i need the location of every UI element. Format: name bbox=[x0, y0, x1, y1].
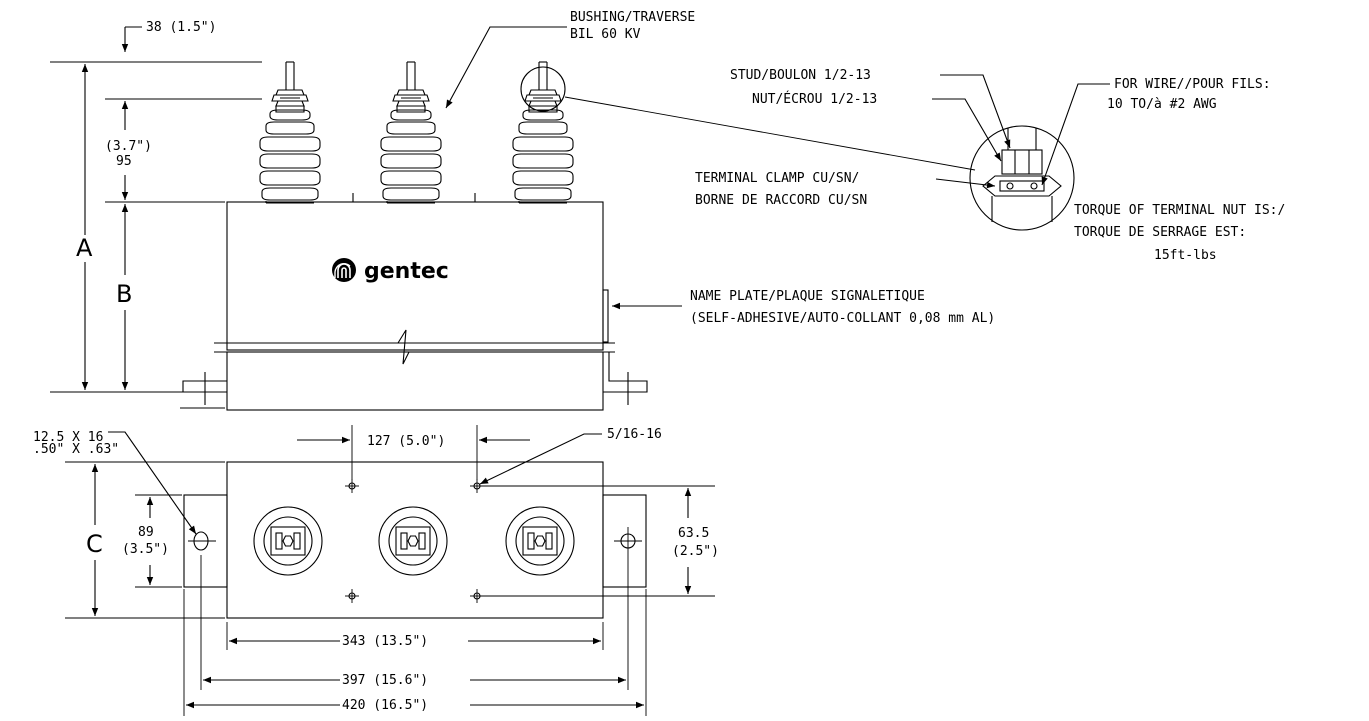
slot-label-2: .50" X .63" bbox=[33, 442, 119, 457]
bushing-label-1: BUSHING/TRAVERSE bbox=[570, 10, 695, 25]
dim-95-label: 95 bbox=[116, 154, 132, 169]
dim-63-in-label: (2.5") bbox=[672, 544, 719, 559]
dim-343-label: 343 (13.5") bbox=[342, 634, 428, 649]
wire-label-2: 10 TO/à #2 AWG bbox=[1107, 97, 1217, 112]
bolt-hole-bl bbox=[344, 588, 360, 604]
dim-95-in-label: (3.7") bbox=[105, 139, 152, 154]
wire-label-1: FOR WIRE//POUR FILS: bbox=[1114, 77, 1271, 92]
dim-b-letter: B bbox=[116, 280, 132, 308]
top-dimension-38: 38 (1.5") bbox=[121, 20, 216, 52]
dim-127-label: 127 (5.0") bbox=[367, 434, 445, 449]
slot-label-1: 12.5 X 16 bbox=[33, 430, 103, 445]
bushing-center bbox=[380, 61, 442, 204]
dim-63-label: 63.5 bbox=[678, 526, 709, 541]
dimension-420: 420 (16.5") bbox=[183, 589, 647, 716]
nut-label: NUT/ÉCROU 1/2-13 bbox=[752, 91, 877, 107]
torque-label-3: 15ft-lbs bbox=[1154, 248, 1217, 263]
dimension-89: 89 (3.5") bbox=[122, 494, 182, 588]
thread-callout: 5/16-16 bbox=[479, 427, 662, 485]
transformer-front-view bbox=[182, 193, 648, 411]
bushing-label-2: BIL 60 KV bbox=[570, 27, 641, 42]
dimension-127: 127 (5.0") bbox=[297, 425, 530, 480]
detail-circle bbox=[520, 66, 566, 112]
terminal-clamp-callout: TERMINAL CLAMP CU/SN/ BORNE DE RACCORD C… bbox=[695, 171, 996, 208]
bushing-callout: BUSHING/TRAVERSE BIL 60 KV bbox=[445, 10, 695, 109]
nameplate-label-1: NAME PLATE/PLAQUE SIGNALETIQUE bbox=[690, 289, 925, 304]
dimension-63: 63.5 (2.5") bbox=[480, 485, 719, 597]
transformer-top-view bbox=[183, 461, 647, 619]
dim-89-label: 89 bbox=[138, 525, 154, 540]
bolt-hole-tl bbox=[344, 478, 360, 494]
dimension-397: 397 (15.6") bbox=[200, 555, 629, 690]
nameplate-label-2: (SELF-ADHESIVE/AUTO-COLLANT 0,08 mm AL) bbox=[690, 311, 995, 326]
slot-callout: 12.5 X 16 .50" X .63" bbox=[33, 430, 197, 535]
gentec-logo: gentec bbox=[332, 258, 449, 284]
brand-name: gentec bbox=[364, 259, 449, 284]
vertical-dimensions-left: A (3.7") 95 B bbox=[50, 61, 262, 409]
nameplate-callout: NAME PLATE/PLAQUE SIGNALETIQUE (SELF-ADH… bbox=[612, 289, 995, 326]
terminal-label-1: TERMINAL CLAMP CU/SN/ bbox=[695, 171, 859, 186]
dimension-343: 343 (13.5") bbox=[226, 622, 604, 650]
bushing-left bbox=[259, 61, 321, 204]
dimension-c: C bbox=[65, 461, 225, 619]
wire-callout: FOR WIRE//POUR FILS: 10 TO/à #2 AWG bbox=[1041, 77, 1271, 186]
bottom-bushing-3 bbox=[505, 506, 575, 576]
torque-label-2: TORQUE DE SERRAGE EST: bbox=[1074, 225, 1246, 240]
bottom-bushing-1 bbox=[253, 506, 323, 576]
dim-a-letter: A bbox=[76, 234, 93, 262]
nut-callout: NUT/ÉCROU 1/2-13 bbox=[752, 91, 1002, 162]
gentec-swirl-icon bbox=[332, 258, 356, 282]
dim-38-label: 38 (1.5") bbox=[146, 20, 216, 35]
thread-label: 5/16-16 bbox=[607, 427, 662, 442]
torque-note: TORQUE OF TERMINAL NUT IS:/ TORQUE DE SE… bbox=[1074, 203, 1285, 263]
dim-397-label: 397 (15.6") bbox=[342, 673, 428, 688]
bottom-bushing-2 bbox=[378, 506, 448, 576]
stud-label: STUD/BOULON 1/2-13 bbox=[730, 68, 871, 83]
torque-label-1: TORQUE OF TERMINAL NUT IS:/ bbox=[1074, 203, 1285, 218]
terminal-label-2: BORNE DE RACCORD CU/SN bbox=[695, 193, 867, 208]
dim-420-label: 420 (16.5") bbox=[342, 698, 428, 713]
stud-callout: STUD/BOULON 1/2-13 bbox=[730, 68, 1011, 149]
dim-c-letter: C bbox=[86, 530, 103, 558]
terminal-detail bbox=[564, 96, 1075, 231]
dim-89-in-label: (3.5") bbox=[122, 542, 169, 557]
